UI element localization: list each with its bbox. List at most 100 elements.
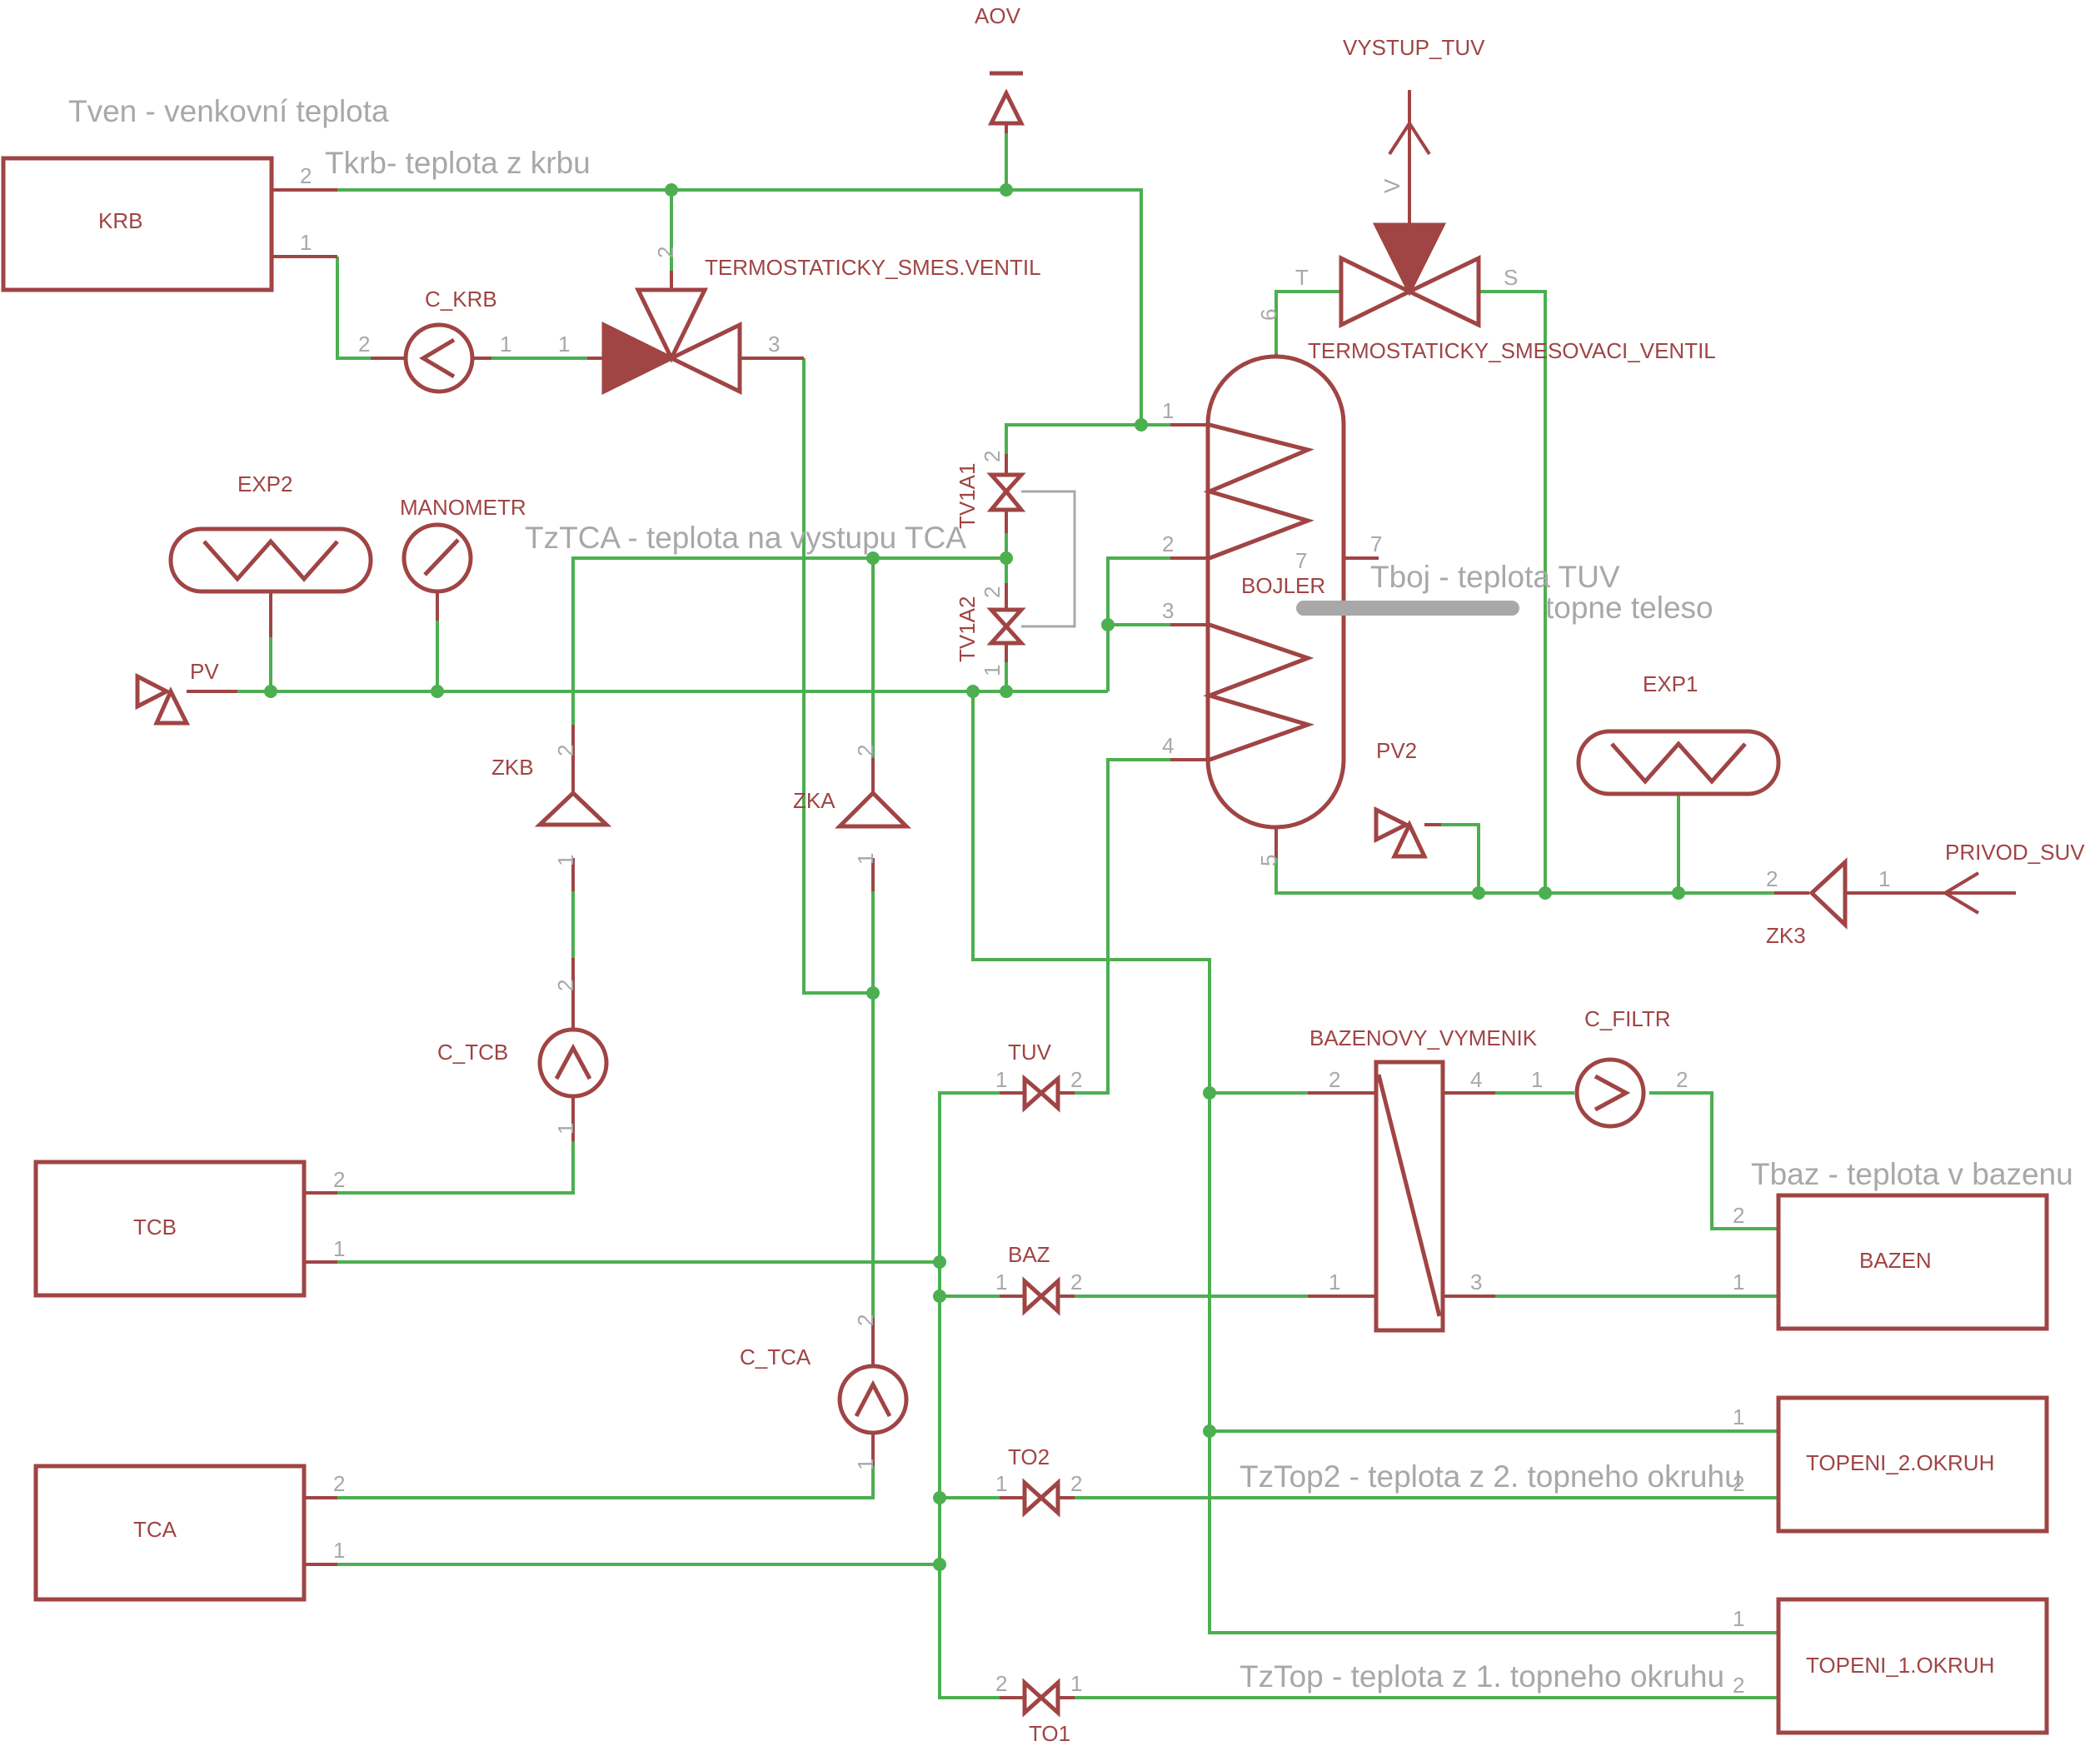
zkb-valve[interactable]: ZKB 2 1	[491, 725, 612, 891]
termostaticky-smesovaci-ventil[interactable]: TERMOSTATICKY_SMESOVACI_VENTIL T S	[1295, 222, 1716, 363]
zkb-label: ZKB	[491, 755, 534, 780]
svg-text:1: 1	[553, 1123, 578, 1135]
vystup-tuv-arrow[interactable]: VYSTUP_TUV V	[1343, 35, 1485, 225]
svg-text:2: 2	[1766, 866, 1778, 891]
svg-text:2: 2	[553, 745, 578, 756]
svg-text:5: 5	[1256, 855, 1281, 866]
to2-valve[interactable]: TO2 1 2	[995, 1444, 1082, 1518]
manometr-gauge[interactable]: MANOMETR	[400, 495, 526, 621]
to1-valve[interactable]: TO1 2 1	[995, 1671, 1082, 1746]
tv1a2-valve[interactable]: TV1A2 2 1	[955, 490, 1076, 676]
tuv-label: TUV	[1008, 1040, 1052, 1065]
c-tca-label: C_TCA	[740, 1344, 811, 1369]
svg-text:1: 1	[853, 1459, 878, 1470]
svg-text:1: 1	[995, 1067, 1007, 1092]
to1-label: TO1	[1029, 1721, 1070, 1746]
tca-block[interactable]: TCA 2 1	[33, 1464, 345, 1602]
svg-text:7: 7	[1370, 531, 1382, 556]
tv1a2-label: TV1A2	[955, 596, 980, 663]
topeni-1-label: TOPENI_1.OKRUH	[1806, 1653, 1994, 1678]
c-tca-pump[interactable]: C_TCA 2 1	[740, 1314, 909, 1470]
bojler-label: BOJLER	[1241, 573, 1325, 598]
tbaz-annotation: Tbaz - teplota v bazenu	[1751, 1157, 2073, 1191]
pv2-valve[interactable]: PV2	[1374, 738, 1441, 859]
svg-text:1: 1	[333, 1538, 345, 1563]
svg-text:3: 3	[1470, 1270, 1482, 1295]
svg-text:1: 1	[1733, 1606, 1744, 1631]
svg-text:6: 6	[1256, 309, 1281, 321]
tcb-block[interactable]: TCB 2 1	[33, 1160, 345, 1298]
svg-text:S: S	[1504, 265, 1518, 290]
svg-text:1: 1	[1733, 1404, 1744, 1429]
aov-valve[interactable]: AOV	[975, 3, 1025, 133]
svg-text:1: 1	[1531, 1067, 1543, 1092]
svg-text:4: 4	[1162, 733, 1174, 758]
privod-suv-arrow[interactable]: PRIVOD_SUV	[1883, 840, 2085, 915]
smesovaci-ventil-label: TERMOSTATICKY_SMESOVACI_VENTIL	[1308, 338, 1716, 363]
svg-text:2: 2	[553, 980, 578, 991]
bazen-label: BAZEN	[1859, 1248, 1932, 1273]
topne-teleso-annotation: topne teleso	[1545, 591, 1713, 625]
svg-text:1: 1	[553, 855, 578, 866]
svg-text:2: 2	[333, 1471, 345, 1496]
svg-text:1: 1	[1733, 1270, 1744, 1295]
svg-text:1: 1	[500, 332, 511, 357]
zka-valve[interactable]: ZKA 2 1	[793, 745, 912, 891]
aov-label: AOV	[975, 3, 1021, 28]
c-tcb-pump[interactable]: C_TCB 2 1	[437, 958, 609, 1141]
to2-label: TO2	[1008, 1444, 1050, 1469]
topeni-1-block[interactable]: TOPENI_1.OKRUH 1 2	[1733, 1597, 2049, 1735]
exp2-label: EXP2	[237, 471, 293, 496]
svg-text:2: 2	[1070, 1270, 1082, 1295]
privod-suv-label: PRIVOD_SUV	[1945, 840, 2085, 865]
svg-text:T: T	[1295, 265, 1309, 290]
pv-label: PV	[190, 659, 219, 684]
svg-text:7: 7	[1295, 548, 1307, 573]
svg-text:2: 2	[358, 332, 370, 357]
exp2-tank[interactable]: EXP2	[168, 471, 373, 637]
termostaticky-smes-ventil[interactable]: TERMOSTATICKY_SMES.VENTIL 1 3 2	[558, 247, 1041, 396]
c-filtr-label: C_FILTR	[1584, 1006, 1671, 1031]
pv-valve[interactable]: PV	[135, 659, 237, 726]
svg-text:1: 1	[1329, 1270, 1340, 1295]
svg-text:2: 2	[1070, 1067, 1082, 1092]
tv1a1-label: TV1A1	[955, 463, 980, 530]
svg-text:2: 2	[1070, 1471, 1082, 1496]
tcb-label: TCB	[133, 1215, 177, 1240]
svg-text:4: 4	[1470, 1067, 1482, 1092]
exp1-tank[interactable]: EXP1	[1576, 671, 1781, 796]
manometr-label: MANOMETR	[400, 495, 526, 520]
zk3-valve[interactable]: ZK3 2 1	[1766, 857, 1890, 948]
c-krb-label: C_KRB	[425, 287, 497, 312]
svg-text:2: 2	[333, 1167, 345, 1192]
c-krb-pump[interactable]: C_KRB 2 1	[358, 287, 511, 394]
tven-annotation: Tven - venkovní teplota	[68, 94, 389, 128]
baz-valve[interactable]: BAZ 1 2	[995, 1242, 1082, 1316]
svg-text:2: 2	[653, 247, 678, 258]
bazenovy-vymenik[interactable]: BAZENOVY_VYMENIK 2 1 4 3	[1308, 1025, 1538, 1333]
tuv-valve[interactable]: TUV 1 2	[995, 1040, 1082, 1113]
annotations: Tven - venkovní teplota Tkrb- teplota z …	[68, 94, 2073, 1694]
krb-block[interactable]: KRB 2 1	[1, 156, 337, 292]
junctions	[264, 183, 1685, 1571]
bojler-tank[interactable]: BOJLER 1 2 3 4 7 7 6 5	[1162, 309, 1519, 866]
svg-text:2: 2	[980, 586, 1005, 598]
svg-text:3: 3	[768, 332, 780, 357]
svg-text:2: 2	[980, 451, 1005, 462]
zk3-label: ZK3	[1766, 923, 1806, 948]
svg-text:1: 1	[1162, 398, 1174, 423]
tv1a1-valve[interactable]: TV1A1 2	[955, 451, 1026, 533]
svg-text:2: 2	[853, 745, 878, 756]
svg-text:2: 2	[1329, 1067, 1340, 1092]
topeni-2-block[interactable]: TOPENI_2.OKRUH 1 2	[1733, 1395, 2049, 1534]
pv2-label: PV2	[1376, 738, 1417, 763]
c-filtr-pump[interactable]: C_FILTR 1 2	[1531, 1006, 1688, 1129]
tztop-annotation: TzTop - teplota z 1. topneho okruhu	[1240, 1659, 1724, 1694]
svg-text:2: 2	[1733, 1471, 1744, 1496]
svg-text:1: 1	[558, 332, 570, 357]
bazen-block[interactable]: BAZEN 2 1	[1733, 1193, 2049, 1331]
svg-text:V: V	[1379, 178, 1404, 193]
tztop2-annotation: TzTop2 - teplota z 2. topneho okruhu	[1240, 1459, 1742, 1494]
svg-text:1: 1	[1070, 1671, 1082, 1696]
svg-text:2: 2	[1676, 1067, 1688, 1092]
